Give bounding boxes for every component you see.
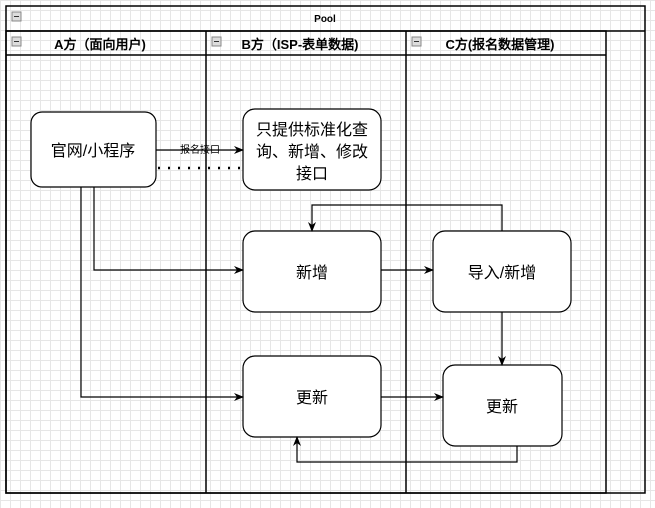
node-label: 导入/新增: [468, 264, 536, 282]
lanes: A方（面向用户) B方（ISP-表单数据) C方(报名数据管理): [5, 30, 607, 494]
node-label: 只提供标准化查: [256, 121, 368, 139]
node-label: 更新: [486, 398, 518, 416]
pool-title: Pool: [314, 14, 336, 25]
node-label: 新增: [296, 264, 328, 282]
node-label: 接口: [296, 165, 328, 183]
node-label: 官网/小程序: [51, 142, 135, 160]
edges: [80, 146, 518, 463]
lane-title-c: C方(报名数据管理): [445, 37, 554, 52]
lane-title-a: A方（面向用户): [54, 37, 146, 52]
edge-label: 报名接口: [180, 143, 220, 156]
node-label: 询、新增、修改: [256, 143, 368, 161]
lane-title-b: B方（ISP-表单数据): [241, 37, 358, 52]
node-label: 更新: [296, 389, 328, 407]
